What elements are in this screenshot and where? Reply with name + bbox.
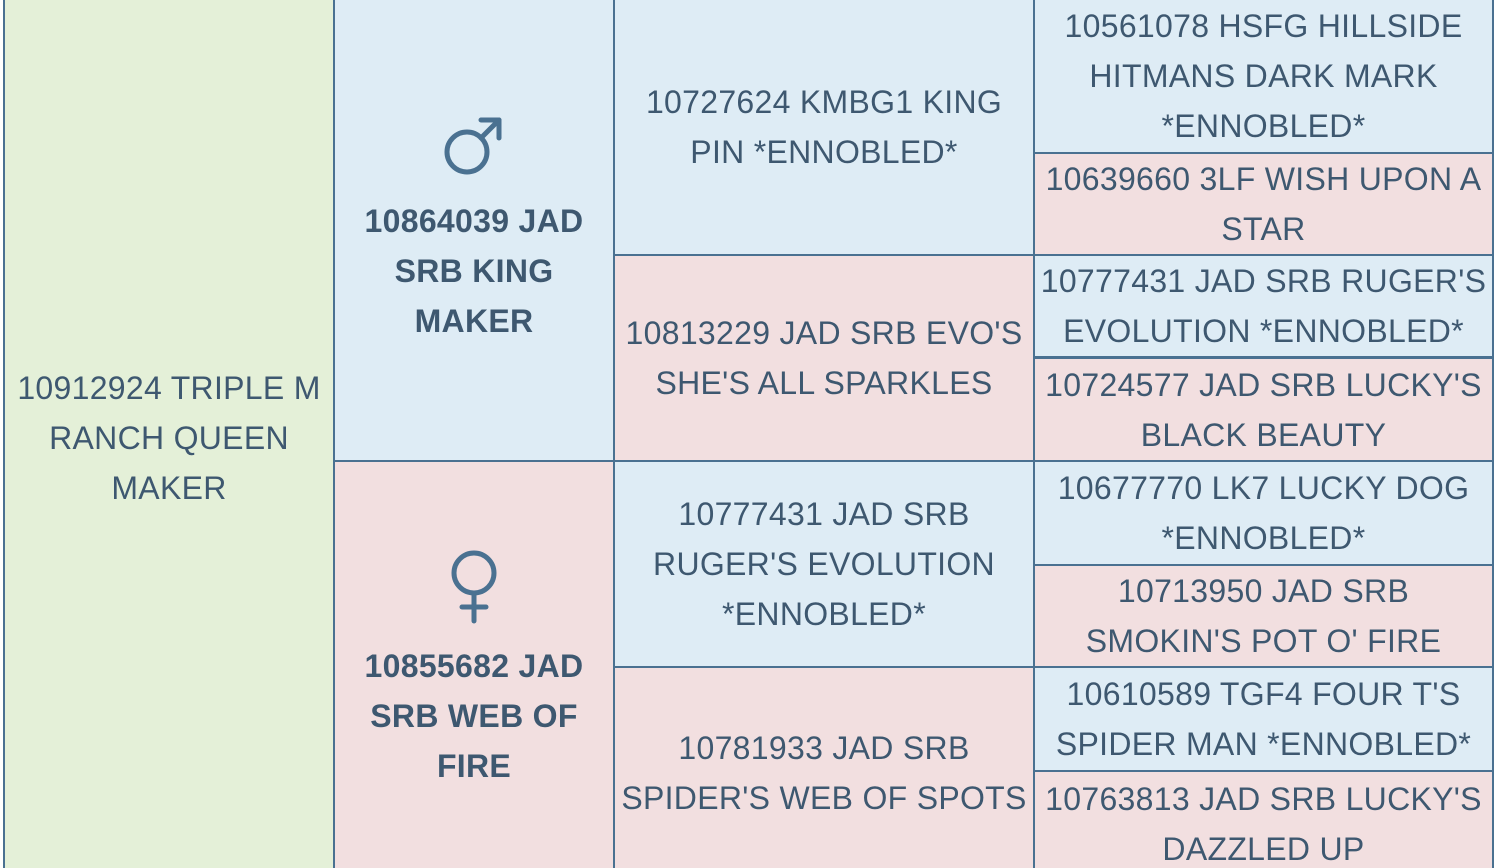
dam-sire-sire-name: 10677770 LK7 LUCKY DOG *ENNOBLED* — [1057, 470, 1470, 556]
sire-name: 10864039 JAD SRB KING MAKER — [364, 203, 584, 339]
sire-sire-sire-name: 10561078 HSFG HILLSIDE HITMANS DARK MARK… — [1064, 8, 1463, 144]
male-symbol-icon — [441, 114, 507, 194]
sire-dam-dam-name: 10724577 JAD SRB LUCKY'S BLACK BEAUTY — [1045, 366, 1482, 453]
subject-name: 10912924 TRIPLE M RANCH QUEEN MAKER — [17, 370, 321, 506]
dam-dam-dam-cell[interactable]: 10763813 JAD SRB LUCKY'S DAZZLED UP — [1033, 770, 1494, 868]
dam-dam-cell[interactable]: 10781933 JAD SRB SPIDER'S WEB OF SPOTS — [613, 666, 1035, 868]
dam-sire-sire-cell[interactable]: 10677770 LK7 LUCKY DOG *ENNOBLED* — [1033, 460, 1494, 566]
dam-dam-dam-name: 10763813 JAD SRB LUCKY'S DAZZLED UP — [1045, 781, 1482, 867]
sire-dam-dam-cell[interactable]: 10724577 JAD SRB LUCKY'S BLACK BEAUTY — [1033, 357, 1494, 462]
dam-sire-name: 10777431 JAD SRB RUGER'S EVOLUTION *ENNO… — [653, 496, 995, 632]
dam-dam-sire-name: 10610589 TGF4 FOUR T'S SPIDER MAN *ENNOB… — [1055, 676, 1472, 762]
dam-sire-dam-cell[interactable]: 10713950 JAD SRB SMOKIN'S POT O' FIRE — [1033, 564, 1494, 668]
sire-sire-dam-name: 10639660 3LF WISH UPON A STAR — [1045, 161, 1482, 247]
sire-sire-sire-cell[interactable]: 10561078 HSFG HILLSIDE HITMANS DARK MARK… — [1033, 0, 1494, 154]
dam-name: 10855682 JAD SRB WEB OF FIRE — [364, 648, 584, 784]
dam-cell[interactable]: 10855682 JAD SRB WEB OF FIRE — [333, 460, 615, 868]
sire-sire-cell[interactable]: 10727624 KMBG1 KING PIN *ENNOBLED* — [613, 0, 1035, 256]
sire-dam-sire-cell[interactable]: 10777431 JAD SRB RUGER'S EVOLUTION *ENNO… — [1033, 254, 1494, 358]
sire-dam-name: 10813229 JAD SRB EVO'S SHE'S ALL SPARKLE… — [625, 315, 1023, 401]
dam-dam-name: 10781933 JAD SRB SPIDER'S WEB OF SPOTS — [621, 730, 1027, 816]
sire-sire-dam-cell[interactable]: 10639660 3LF WISH UPON A STAR — [1033, 152, 1494, 256]
sire-dam-cell[interactable]: 10813229 JAD SRB EVO'S SHE'S ALL SPARKLE… — [613, 254, 1035, 462]
sire-cell[interactable]: 10864039 JAD SRB KING MAKER — [333, 0, 615, 462]
dam-sire-cell[interactable]: 10777431 JAD SRB RUGER'S EVOLUTION *ENNO… — [613, 460, 1035, 668]
sire-dam-sire-name: 10777431 JAD SRB RUGER'S EVOLUTION *ENNO… — [1040, 263, 1487, 349]
female-symbol-icon — [446, 549, 502, 639]
sire-sire-name: 10727624 KMBG1 KING PIN *ENNOBLED* — [645, 84, 1003, 170]
dam-sire-dam-name: 10713950 JAD SRB SMOKIN'S POT O' FIRE — [1085, 573, 1442, 659]
subject-cell: 10912924 TRIPLE M RANCH QUEEN MAKER — [3, 0, 335, 868]
dam-dam-sire-cell[interactable]: 10610589 TGF4 FOUR T'S SPIDER MAN *ENNOB… — [1033, 666, 1494, 772]
